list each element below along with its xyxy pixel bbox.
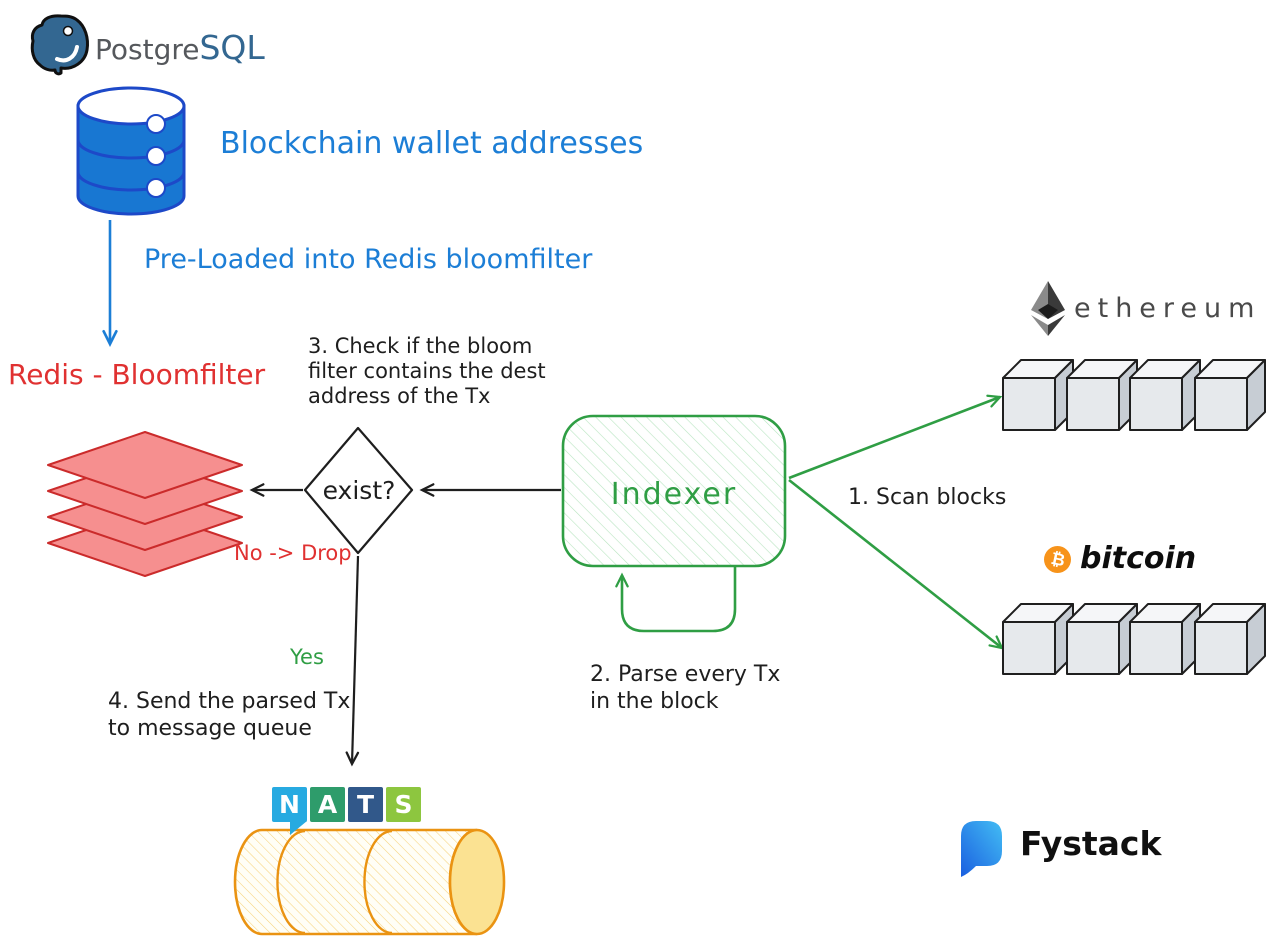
nats-letter-s: S bbox=[386, 787, 421, 822]
decision-label: exist? bbox=[322, 476, 396, 505]
fystack-label: Fystack bbox=[1020, 824, 1162, 863]
nats-speech-tail-icon bbox=[290, 821, 307, 835]
bitcoin-label: bitcoin bbox=[1080, 541, 1197, 576]
nats-letter-t: T bbox=[348, 787, 383, 822]
ethereum-blocks bbox=[1002, 359, 1266, 431]
ethereum-label: ethereum bbox=[1074, 293, 1262, 324]
postgres-elephant-icon bbox=[30, 14, 89, 76]
redis-bloomfilter-label: Redis - Bloomfilter bbox=[8, 358, 266, 391]
wallet-addresses-label: Blockchain wallet addresses bbox=[220, 126, 644, 161]
step2-annotation: 2. Parse every Tx in the block bbox=[590, 662, 781, 714]
queue-cylinder-icon bbox=[233, 828, 506, 936]
indexer-label: Indexer bbox=[610, 477, 738, 512]
bitcoin-symbol: ₿ bbox=[1048, 548, 1067, 571]
preload-label: Pre-Loaded into Redis bloomfilter bbox=[144, 244, 593, 275]
indexer-node bbox=[561, 414, 787, 568]
nats-letter-n: N bbox=[272, 787, 307, 822]
step4-annotation: 4. Send the parsed Tx to message queue bbox=[108, 689, 351, 741]
indexer-loop-arrow-icon bbox=[615, 567, 737, 633]
arrow-decision-to-nats bbox=[345, 555, 360, 767]
fystack-logo-icon bbox=[961, 821, 1002, 877]
bitcoin-blocks bbox=[1002, 603, 1266, 675]
yes-edge-label: Yes bbox=[290, 645, 324, 669]
ethereum-logo-icon bbox=[1031, 281, 1065, 336]
no-drop-edge-label: No -> Drop bbox=[234, 541, 352, 565]
decision-diamond bbox=[303, 426, 414, 555]
nats-letter-a: A bbox=[310, 787, 345, 822]
step1-annotation: 1. Scan blocks bbox=[848, 485, 1007, 510]
scan-arrow-bitcoin bbox=[788, 478, 1004, 650]
bitcoin-logo-icon: ₿ bbox=[1044, 546, 1071, 573]
redis-stack-icon bbox=[47, 431, 243, 577]
step3-annotation: 3. Check if the bloom filter contains th… bbox=[308, 334, 546, 408]
scan-arrow-ethereum bbox=[788, 394, 1003, 480]
postgres-wordmark-suffix: SQL bbox=[199, 28, 265, 67]
database-icon bbox=[76, 86, 186, 216]
postgres-wordmark-prefix: Postgre bbox=[95, 33, 200, 66]
